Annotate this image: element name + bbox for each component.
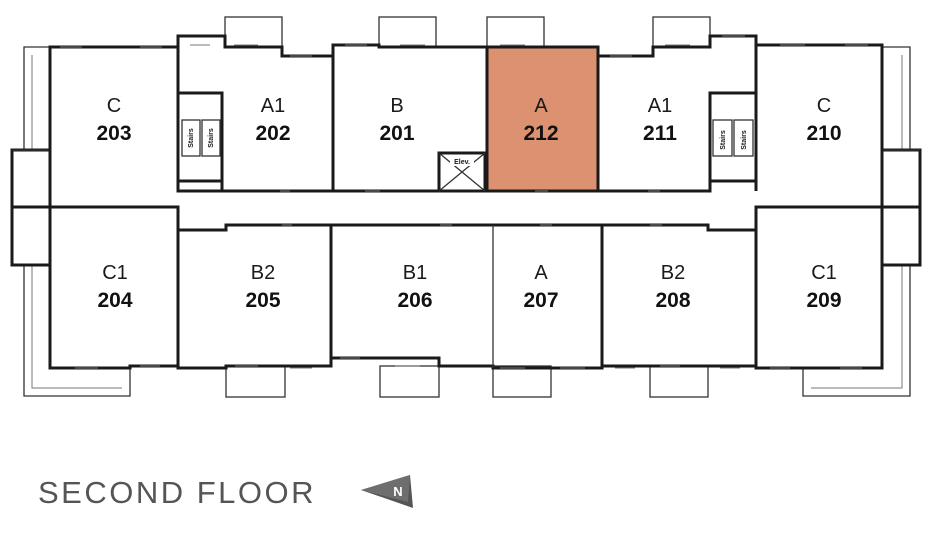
balcony <box>225 365 286 398</box>
unit-206[interactable]: B1 206 <box>397 262 432 312</box>
stairs-label: Stairs <box>720 130 727 150</box>
balcony <box>379 365 440 398</box>
building-outline <box>10 34 922 370</box>
balcony <box>652 16 711 48</box>
unit-212-highlight[interactable] <box>487 47 598 191</box>
unit-number-label: 209 <box>806 289 841 312</box>
unit-type-label: A1 <box>261 95 285 117</box>
unit-type-label: A <box>534 95 548 117</box>
balcony <box>378 16 437 48</box>
unit-201[interactable]: B 201 <box>379 95 414 145</box>
balcony <box>649 365 709 398</box>
unit-208[interactable]: B2 208 <box>655 262 690 312</box>
unit-type-label: B <box>390 95 403 117</box>
unit-type-label: A <box>534 262 548 284</box>
balcony <box>492 365 552 398</box>
balcony <box>23 265 131 397</box>
north-label: N <box>393 484 402 499</box>
unit-type-label: C1 <box>102 262 128 284</box>
stairs-label: Stairs <box>188 128 195 148</box>
unit-211[interactable]: A1 211 <box>643 95 677 145</box>
unit-type-label: C <box>817 95 831 117</box>
unit-number-label: 205 <box>245 289 280 312</box>
unit-205[interactable]: B2 205 <box>245 262 280 312</box>
unit-number-label: 208 <box>655 289 690 312</box>
unit-number-label: 206 <box>397 289 432 312</box>
balcony <box>882 46 911 150</box>
balcony <box>224 16 283 48</box>
stairs-label: Stairs <box>741 130 748 150</box>
floor-title: SECOND FLOOR <box>38 475 317 510</box>
unit-number-label: 201 <box>379 122 414 145</box>
unit-type-label: C <box>107 95 121 117</box>
unit-type-label: C1 <box>811 262 837 284</box>
unit-number-label: 210 <box>806 122 841 145</box>
unit-204[interactable]: C1 204 <box>97 262 132 312</box>
unit-type-label: B1 <box>403 262 427 284</box>
unit-type-label: B2 <box>661 262 685 284</box>
unit-number-label: 204 <box>97 289 132 312</box>
unit-type-label: A1 <box>648 95 672 117</box>
balcony <box>23 46 50 150</box>
unit-203[interactable]: C 203 <box>96 95 131 145</box>
unit-212[interactable]: A 212 <box>523 95 558 145</box>
unit-210[interactable]: C 210 <box>806 95 841 145</box>
unit-number-label: 203 <box>96 122 131 145</box>
unit-number-label: 207 <box>523 289 558 312</box>
unit-207[interactable]: A 207 <box>523 262 558 312</box>
balcony <box>486 16 545 48</box>
unit-number-label: 211 <box>643 122 677 145</box>
unit-209[interactable]: C1 209 <box>806 262 841 312</box>
stairs-left <box>176 91 224 183</box>
stairs-right <box>708 91 758 183</box>
balcony <box>802 265 911 397</box>
north-arrow-icon: N <box>361 475 413 508</box>
unit-202[interactable]: A1 202 <box>255 95 290 145</box>
elevator-label: Elev. <box>454 159 470 166</box>
elevator <box>437 151 487 193</box>
unit-number-label: 212 <box>523 122 558 145</box>
unit-number-label: 202 <box>255 122 290 145</box>
stairs-label: Stairs <box>208 128 215 148</box>
unit-type-label: B2 <box>251 262 275 284</box>
